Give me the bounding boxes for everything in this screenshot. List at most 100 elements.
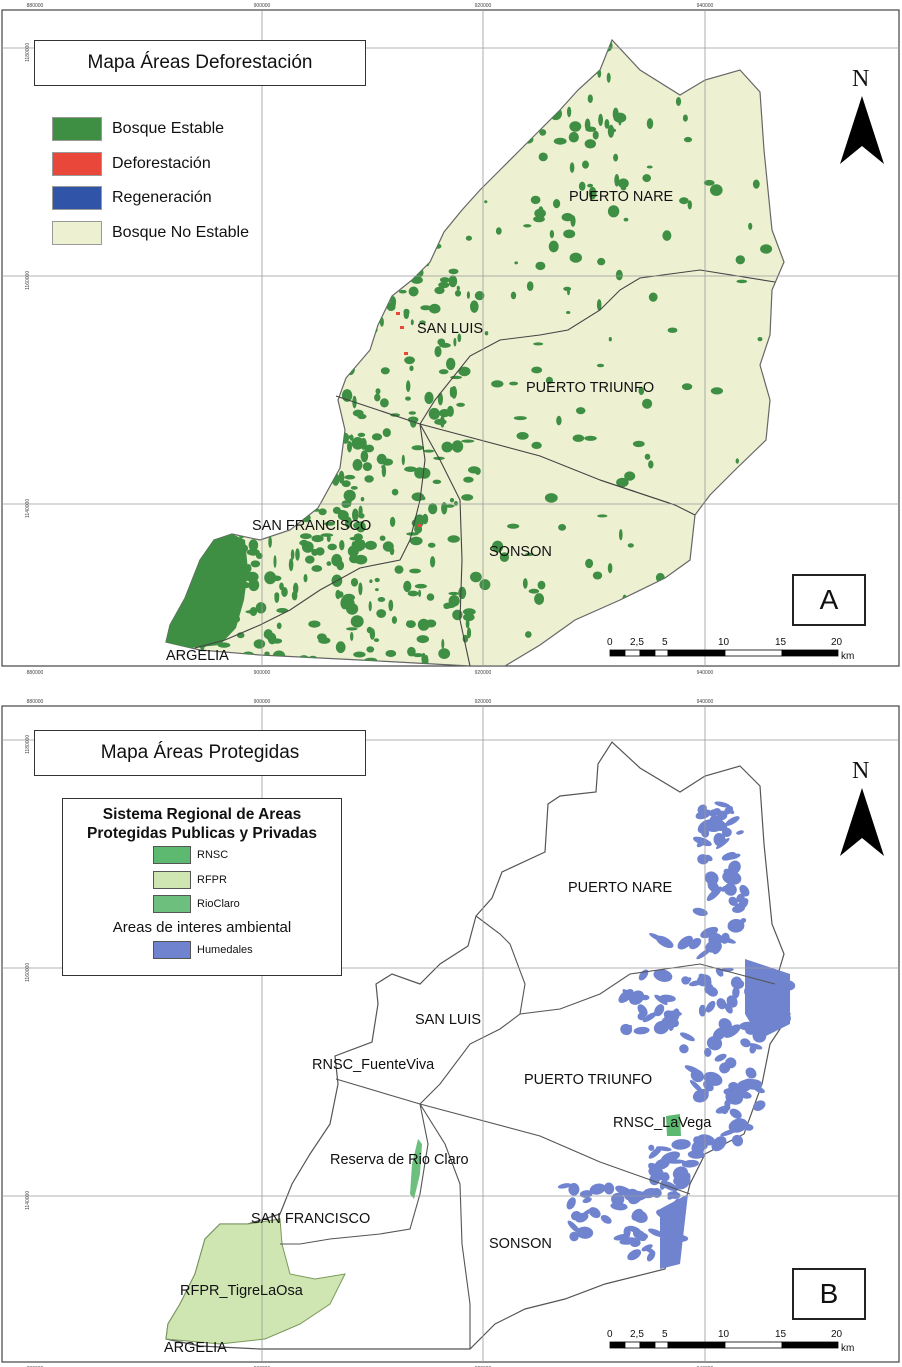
forest-patch — [570, 215, 576, 227]
forest-patch — [448, 275, 458, 288]
forest-patch — [585, 558, 594, 569]
forest-patch — [380, 367, 390, 375]
forest-patch — [618, 178, 629, 189]
legend-swatch-rfpr — [153, 870, 191, 889]
protected-areas-map-canvas: 8800008800009000009000009200009200009400… — [0, 684, 902, 1367]
legend-item: Humedales — [153, 938, 341, 963]
graticule — [2, 706, 899, 1362]
legend-swatch-rioclaro — [153, 895, 191, 914]
place-label-sonson: SONSON — [489, 544, 552, 560]
wetland-patch — [589, 1183, 606, 1195]
forest-patch — [710, 184, 723, 196]
forest-block-argelia — [166, 534, 248, 648]
forest-patch — [408, 411, 416, 415]
forest-patch — [364, 444, 375, 453]
forest-patch — [335, 589, 341, 600]
forest-patch — [681, 383, 693, 391]
legend-item: Bosque No Estable — [52, 216, 332, 251]
wetland-patch — [693, 836, 712, 847]
forest-patch — [683, 136, 693, 143]
forest-patch — [412, 653, 424, 658]
forest-patch — [507, 523, 520, 529]
forest-patch — [362, 462, 372, 472]
forest-patch — [391, 616, 397, 624]
forest-patch — [219, 545, 225, 552]
forest-patch — [288, 558, 294, 572]
forest-patch — [338, 470, 345, 484]
wetland-patch — [620, 1023, 633, 1036]
wetland-patch — [582, 1197, 592, 1204]
forest-patch — [458, 366, 471, 377]
forest-patch — [404, 466, 417, 473]
forest-patch — [499, 552, 509, 562]
wetland-patch — [679, 1032, 695, 1042]
forest-patch — [535, 261, 546, 271]
forest-patch — [358, 513, 365, 519]
scale-label: 20 — [831, 637, 843, 648]
forest-patch — [414, 583, 427, 589]
forest-patch — [495, 227, 502, 235]
scale-label: 5 — [662, 1329, 668, 1340]
forest-patch — [420, 305, 432, 311]
legend-item: Bosque Estable — [52, 112, 332, 147]
wetland-patch — [722, 827, 732, 838]
forest-patch — [584, 139, 596, 149]
forest-patch — [349, 536, 362, 541]
place-label-puerto-triunfo: PUERTO TRIUNFO — [524, 1072, 653, 1088]
forest-patch — [279, 582, 284, 591]
forest-patch — [421, 496, 426, 501]
wetland-patch — [654, 994, 668, 1005]
municipal-boundaries — [280, 915, 776, 1349]
forest-patch — [353, 521, 365, 530]
forest-patch — [272, 575, 282, 582]
wetland-patch — [736, 830, 744, 835]
forest-patch — [360, 497, 365, 502]
forest-patch — [427, 542, 436, 548]
forest-patch — [567, 288, 570, 296]
forest-patch — [446, 405, 454, 417]
forest-patch — [381, 465, 386, 469]
wetland-patch — [725, 816, 740, 826]
forest-patch — [569, 252, 582, 263]
wetland-patch — [729, 1108, 742, 1119]
forest-patch — [513, 416, 527, 421]
forest-patch — [454, 290, 462, 297]
wetland-patch — [689, 1079, 703, 1093]
forest-patch — [642, 174, 651, 183]
rio-claro-area — [410, 1139, 422, 1199]
forest-patch — [567, 106, 572, 118]
forest-patch — [418, 467, 431, 479]
forest-patch — [211, 612, 219, 626]
wetland-patch — [711, 1136, 727, 1152]
wetland-patch — [687, 1150, 705, 1159]
forest-patch — [324, 521, 336, 526]
forest-patch — [587, 94, 593, 103]
forest-patch — [461, 494, 474, 501]
forest-patch — [584, 435, 597, 441]
panel-letter: B — [792, 1268, 866, 1320]
wetland-patch — [712, 942, 722, 955]
forest-patch — [352, 409, 364, 417]
forest-patch — [187, 633, 192, 639]
forest-patch — [398, 289, 407, 294]
forest-patch — [449, 498, 455, 503]
legend-swatch-forest-stable — [52, 117, 102, 142]
forest-patch — [379, 317, 384, 327]
forest-patch — [569, 121, 582, 132]
wetland-patch — [737, 898, 749, 910]
forest-patch — [198, 622, 203, 632]
forest-patch — [648, 292, 658, 302]
wetland-patch — [728, 860, 741, 875]
forest-patch — [463, 613, 475, 622]
forest-patch — [379, 535, 386, 541]
forest-patch — [241, 582, 251, 589]
deforestation-patch — [396, 312, 400, 315]
wetland-patch — [705, 1000, 716, 1013]
forest-patch — [533, 342, 544, 346]
forest-patch — [578, 181, 586, 191]
forest-patch — [534, 593, 545, 605]
map-panel-protected-areas: 8800008800009000009000009200009200009400… — [0, 684, 902, 1367]
forest-patch — [468, 466, 481, 474]
wetland-patch — [704, 983, 714, 994]
forest-patch — [184, 595, 193, 601]
